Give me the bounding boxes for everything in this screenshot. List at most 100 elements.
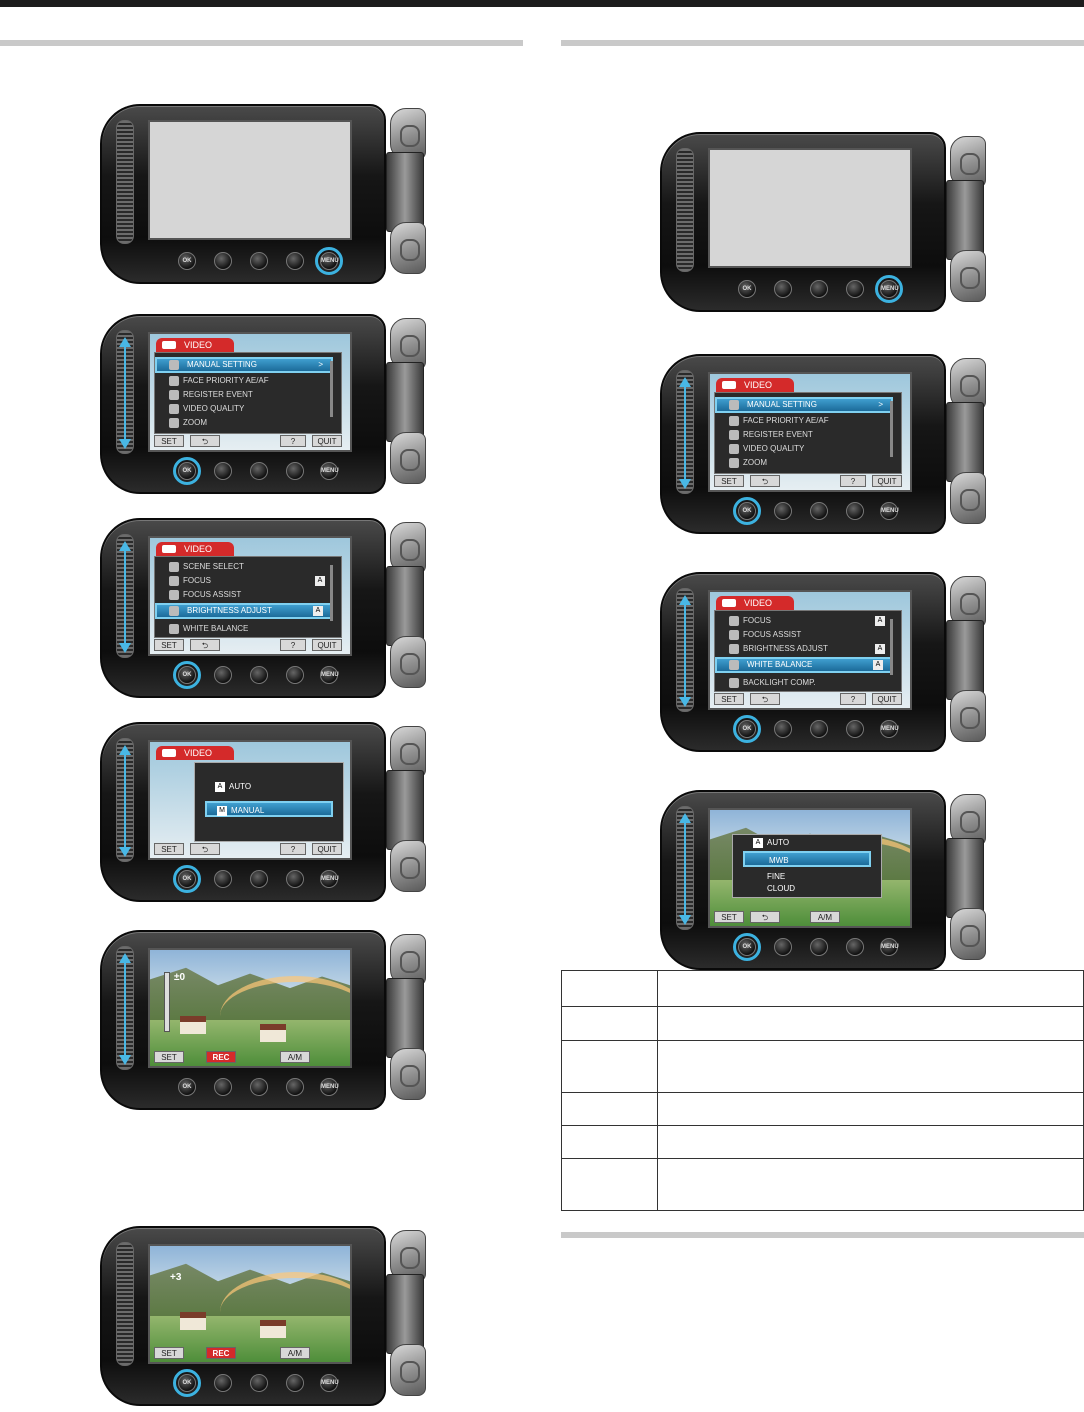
menu-item[interactable]: REGISTER EVENT xyxy=(169,389,325,401)
manual-icon xyxy=(169,360,179,370)
quit-key[interactable]: QUIT xyxy=(872,693,902,705)
camera-step-menu: OK MENU xyxy=(660,132,986,314)
menu-item[interactable]: VIDEO QUALITY xyxy=(169,403,325,415)
set-key[interactable]: SET xyxy=(154,1347,184,1359)
rec-key[interactable]: REC xyxy=(206,1051,236,1063)
auto-manual-key[interactable]: A/M xyxy=(280,1051,310,1063)
option-cloud[interactable]: CLOUD xyxy=(743,883,871,895)
set-key[interactable]: SET xyxy=(714,475,744,487)
help-key[interactable]: ? xyxy=(280,843,306,855)
quit-key[interactable]: QUIT xyxy=(872,475,902,487)
camera-step-manual-setting: VIDEO MANUAL SETTING> FACE PRIORITY AE/A… xyxy=(100,314,426,496)
menu-button[interactable]: MENU xyxy=(880,502,898,520)
brightness-value: ±0 xyxy=(174,972,185,983)
quit-key[interactable]: QUIT xyxy=(312,639,342,651)
camera-step-menu: OK MENU xyxy=(100,104,426,286)
set-key[interactable]: SET xyxy=(154,1051,184,1063)
back-key[interactable]: ⮌ xyxy=(750,693,780,705)
menu-item[interactable]: ZOOM xyxy=(729,457,885,469)
set-key[interactable]: SET xyxy=(714,911,744,923)
menu-item[interactable]: FOCUS ASSIST xyxy=(169,589,325,601)
menu-button[interactable]: MENU xyxy=(880,720,898,738)
menu-item[interactable]: FACE PRIORITY AE/AF xyxy=(169,375,325,387)
camera-step-manual-setting: VIDEO MANUAL SETTING> FACE PRIORITY AE/A… xyxy=(660,354,986,536)
section-rule-right xyxy=(561,40,1084,46)
help-key[interactable]: ? xyxy=(840,475,866,487)
table-row xyxy=(562,1041,1084,1093)
menu-item[interactable]: REGISTER EVENT xyxy=(729,429,885,441)
button-2[interactable] xyxy=(214,252,232,270)
ok-button[interactable]: OK xyxy=(178,1078,196,1096)
wb-icon xyxy=(729,660,739,670)
help-key[interactable]: ? xyxy=(280,435,306,447)
table-row xyxy=(562,1126,1084,1159)
back-key[interactable]: ⮌ xyxy=(190,843,220,855)
menu-item[interactable]: BACKLIGHT COMP. xyxy=(729,677,885,689)
menu-item[interactable]: FACE PRIORITY AE/AF xyxy=(729,415,885,427)
ok-button[interactable]: OK xyxy=(738,280,756,298)
camera-step-adjust: ±0 SET REC A/M OK MENU xyxy=(100,930,426,1112)
auto-manual-key[interactable]: A/M xyxy=(810,911,840,923)
lcd-screen xyxy=(148,120,352,240)
menu-list: MANUAL SETTING> FACE PRIORITY AE/AF REGI… xyxy=(154,352,342,434)
camera-step-result: +3 SET REC A/M OK MENU xyxy=(100,1226,426,1408)
button-4[interactable] xyxy=(286,252,304,270)
help-key[interactable]: ? xyxy=(840,693,866,705)
menu-button[interactable]: MENU xyxy=(320,462,338,480)
set-key[interactable]: SET xyxy=(714,693,744,705)
brightness-slider[interactable] xyxy=(164,972,170,1032)
auto-manual-key[interactable]: A/M xyxy=(280,1347,310,1359)
quit-key[interactable]: QUIT xyxy=(312,843,342,855)
menu-button[interactable]: MENU xyxy=(880,938,898,956)
touch-sensor[interactable] xyxy=(116,330,134,454)
scrollbar[interactable] xyxy=(330,361,333,417)
back-key[interactable]: ⮌ xyxy=(750,911,780,923)
brightness-value: +3 xyxy=(170,1272,181,1283)
menu-button[interactable]: MENU xyxy=(320,1078,338,1096)
option-mwb[interactable]: MWB xyxy=(743,851,871,867)
set-key[interactable]: SET xyxy=(154,435,184,447)
table-row xyxy=(562,1159,1084,1211)
menu-item[interactable]: VIDEO QUALITY xyxy=(729,443,885,455)
menu-item[interactable]: WHITE BALANCE xyxy=(169,623,325,635)
help-key[interactable]: ? xyxy=(280,639,306,651)
set-key[interactable]: SET xyxy=(154,639,184,651)
rec-key[interactable]: REC xyxy=(206,1347,236,1359)
quit-key[interactable]: QUIT xyxy=(312,435,342,447)
menu-item[interactable]: SCENE SELECT xyxy=(169,561,325,573)
ok-button[interactable]: OK xyxy=(178,252,196,270)
option-fine[interactable]: FINE xyxy=(743,871,871,883)
back-key[interactable]: ⮌ xyxy=(190,435,220,447)
highlight-ring xyxy=(173,457,201,485)
back-key[interactable]: ⮌ xyxy=(190,639,220,651)
menu-item-manual-setting[interactable]: MANUAL SETTING> xyxy=(155,357,333,373)
brightness-icon xyxy=(169,606,179,616)
menu-item[interactable]: ZOOM xyxy=(169,417,325,429)
menu-button[interactable]: MENU xyxy=(320,1374,338,1392)
menu-button[interactable]: MENU xyxy=(320,666,338,684)
video-tab: VIDEO xyxy=(156,338,234,352)
top-bar xyxy=(0,0,1084,7)
menu-button[interactable]: MENU xyxy=(320,870,338,888)
menu-item[interactable]: FOCUS ASSIST xyxy=(729,629,885,641)
menu-item-manual-setting[interactable]: MANUAL SETTING> xyxy=(715,397,893,413)
table-row xyxy=(562,1093,1084,1126)
set-key[interactable]: SET xyxy=(154,843,184,855)
button-3[interactable] xyxy=(250,252,268,270)
highlight-ring xyxy=(315,247,343,275)
back-key[interactable]: ⮌ xyxy=(750,475,780,487)
touch-sensor[interactable] xyxy=(116,120,134,244)
